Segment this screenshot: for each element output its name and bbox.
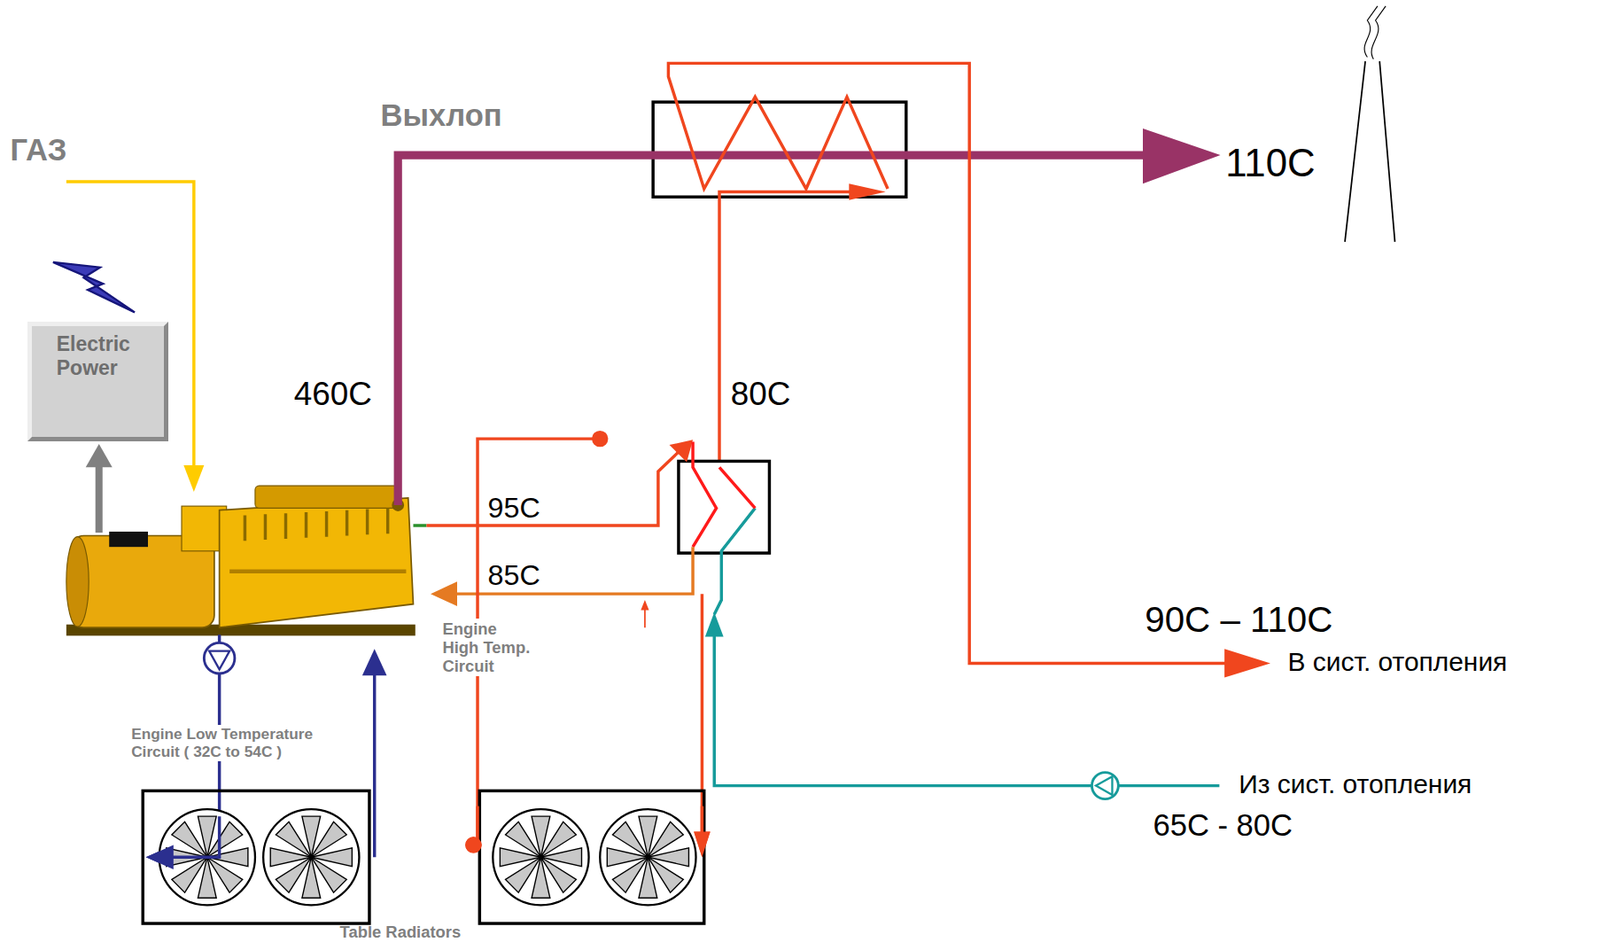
ht-hot-line	[426, 449, 682, 526]
lt-supply-line	[171, 815, 220, 857]
part-label: Table Radiators	[340, 922, 462, 941]
flow-label: В сист. отопления	[1288, 646, 1508, 677]
ht-plate-channel	[692, 442, 716, 548]
power-arrowhead	[85, 443, 113, 467]
line-end-dot	[465, 836, 482, 853]
engine-manifold	[255, 485, 398, 508]
return-plate-channel	[714, 507, 755, 614]
chimney	[1344, 61, 1395, 242]
pump-symbol	[1091, 772, 1119, 800]
line-end-dot	[591, 430, 608, 447]
fuel-label: ГАЗ	[10, 132, 68, 169]
temperature-label: 460C	[294, 375, 373, 413]
radiator-feed-line	[700, 806, 704, 835]
heating-supply-line	[667, 62, 1229, 663]
flow-label: Из сист. отопления	[1238, 768, 1472, 800]
circuit-label: Engine High Temp. Circuit	[439, 618, 537, 677]
radiator-fan	[263, 808, 359, 905]
radiator-fan	[159, 808, 256, 905]
small-flow-arrowhead	[640, 599, 649, 611]
coil-arrowhead	[848, 183, 886, 200]
box-text: Electric Power	[56, 332, 158, 381]
water-outlet	[412, 523, 427, 527]
return-arrowhead	[705, 612, 724, 637]
lightning-symbol	[53, 262, 135, 312]
logo-badge	[108, 531, 148, 547]
engine-rail	[229, 569, 406, 575]
heating-return-line	[714, 634, 1220, 785]
temperature-label: 80C	[730, 375, 792, 413]
supply-arrowhead	[1224, 648, 1271, 677]
temperature-range: 90C – 110C	[1144, 599, 1333, 641]
plate-heat-exchanger	[678, 460, 770, 553]
pump-triangle	[209, 651, 230, 670]
exhaust-label: Выхлоп	[380, 98, 503, 134]
heating-water-line	[719, 191, 863, 464]
exhaust-line	[397, 155, 1149, 505]
cylinder-ribs	[244, 507, 388, 541]
power-output-box: Electric Power	[27, 321, 169, 442]
heated-plate-channel	[719, 466, 755, 508]
table-radiator	[142, 790, 370, 924]
radiator-feed-arrowhead	[693, 831, 710, 857]
temperature-range: 65C - 80C	[1153, 807, 1293, 844]
pump-triangle	[1095, 776, 1112, 795]
circuit-label: Engine Low Temperature Circuit ( 32C to …	[128, 724, 349, 762]
pump-symbol	[203, 642, 235, 674]
ht-return-line	[454, 546, 694, 594]
gas-arrowhead	[183, 465, 204, 492]
power-arrow	[95, 465, 103, 533]
lt-return-arrowhead	[362, 648, 388, 676]
engine-block	[219, 497, 414, 628]
temperature-label: 95C	[488, 491, 541, 525]
ht-arrowhead	[669, 439, 693, 462]
exhaust-arrowhead	[1142, 128, 1221, 184]
lt-return-line	[372, 673, 376, 857]
temperature-label: 85C	[488, 559, 541, 592]
radiator-fan	[492, 808, 589, 905]
temperature-label: 110C	[1225, 140, 1315, 186]
smoke	[1364, 6, 1386, 60]
ht-return-arrowhead	[430, 581, 458, 606]
radiator-fan	[599, 808, 696, 905]
table-radiator	[479, 790, 704, 924]
small-flow-arrow	[644, 607, 646, 628]
gas-engine-generator	[66, 485, 428, 636]
lt-arrowhead	[146, 844, 174, 870]
line-end-dot	[465, 836, 482, 853]
generator-face	[66, 536, 89, 627]
